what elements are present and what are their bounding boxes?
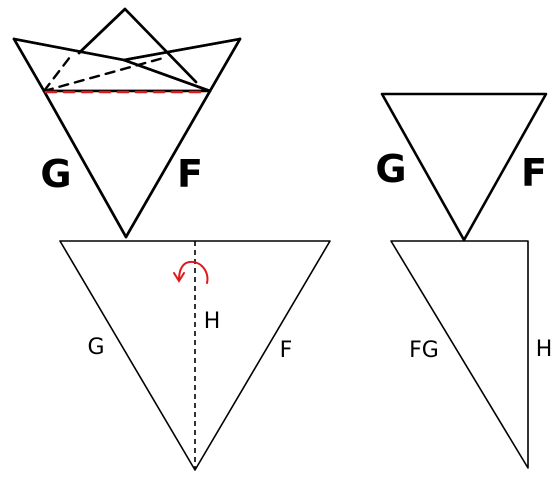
center-flap-outline — [77, 7, 198, 84]
bottom-left-label-g: G — [87, 335, 104, 360]
bottom-left-label-h: H — [204, 309, 221, 334]
center-flap-edges — [77, 7, 198, 84]
bottom-right-label-fg: FG — [409, 338, 439, 363]
top-left-label-f: F — [177, 152, 203, 196]
top-left-fold-figure — [12, 7, 242, 239]
left-flap-left-edge — [12, 37, 46, 93]
top-left-dashed-hints — [42, 55, 210, 94]
black-dashed-line-diagonal — [42, 55, 169, 93]
rotate-arrow-icon — [173, 260, 209, 284]
main-triangle-left-edge — [42, 89, 128, 239]
right-flap-right-edge — [208, 37, 242, 93]
main-triangle-right-edge — [124, 89, 212, 239]
top-right-label-g: G — [375, 147, 406, 191]
black-dashed-line-upper — [42, 55, 72, 93]
rotate-arrow-head — [173, 272, 185, 283]
right-flap-top-edge — [122, 37, 242, 62]
bottom-right-half-triangle — [390, 240, 529, 469]
top-left-label-g: G — [40, 152, 71, 196]
top-right-label-f: F — [521, 151, 547, 195]
bottom-left-label-f: F — [280, 338, 293, 363]
top-right-triangle — [380, 92, 548, 242]
bottom-right-label-h: H — [536, 337, 553, 362]
rotate-arrow-curve — [178, 260, 209, 284]
